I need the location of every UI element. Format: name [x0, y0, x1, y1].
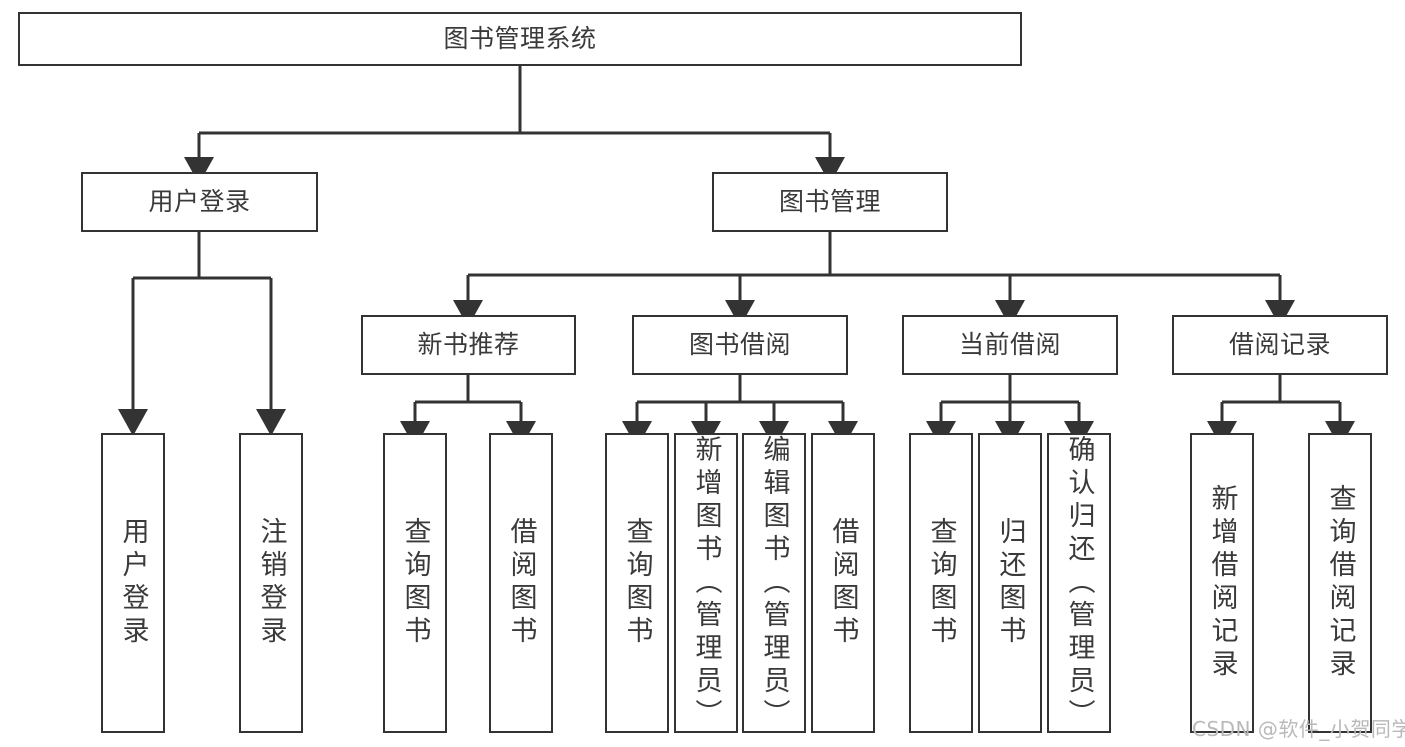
node-label: 借阅记录: [1228, 330, 1331, 360]
node-label: 查询借阅记录: [1324, 484, 1356, 682]
node-label: 归还图书: [994, 517, 1026, 649]
leaf-confirm-return-admin[interactable]: 确认归还（管理员）: [1047, 433, 1111, 733]
node-label: 注销登录: [255, 517, 287, 649]
node-current-borrow[interactable]: 当前借阅: [902, 315, 1118, 375]
node-label: 新增图书（管理员）: [690, 435, 722, 732]
node-label: 借阅图书: [827, 517, 859, 649]
leaf-add-borrow-record[interactable]: 新增借阅记录: [1190, 433, 1254, 733]
node-label: 查询图书: [621, 517, 653, 649]
node-label: 查询图书: [925, 517, 957, 649]
node-label: 用户登录: [117, 517, 149, 649]
node-user-login[interactable]: 用户登录: [81, 172, 318, 232]
node-book-borrow[interactable]: 图书借阅: [632, 315, 848, 375]
leaf-edit-book-admin[interactable]: 编辑图书（管理员）: [742, 433, 806, 733]
leaf-query-book-current[interactable]: 查询图书: [909, 433, 973, 733]
node-label: 图书借阅: [688, 330, 791, 360]
node-label: 新书推荐: [417, 330, 520, 360]
node-label: 借阅图书: [505, 517, 537, 649]
node-label: 确认归还（管理员）: [1063, 435, 1095, 732]
node-label: 图书管理: [778, 187, 881, 217]
leaf-return-book[interactable]: 归还图书: [978, 433, 1042, 733]
leaf-borrow-book[interactable]: 借阅图书: [811, 433, 875, 733]
node-label: 图书管理系统: [443, 24, 597, 54]
node-new-book-recommendation[interactable]: 新书推荐: [361, 315, 576, 375]
leaf-user-login[interactable]: 用户登录: [101, 433, 165, 733]
node-label: 当前借阅: [958, 330, 1061, 360]
node-borrow-record[interactable]: 借阅记录: [1172, 315, 1388, 375]
leaf-query-book-recommend[interactable]: 查询图书: [383, 433, 447, 733]
node-book-management[interactable]: 图书管理: [712, 172, 948, 232]
leaf-query-book-borrow[interactable]: 查询图书: [605, 433, 669, 733]
node-label: 用户登录: [148, 187, 251, 217]
leaf-add-book-admin[interactable]: 新增图书（管理员）: [674, 433, 738, 733]
csdn-watermark: CSDN @软件_小贺同学: [1192, 717, 1405, 741]
node-label: 编辑图书（管理员）: [758, 435, 790, 732]
leaf-logout[interactable]: 注销登录: [239, 433, 303, 733]
node-label: 查询图书: [399, 517, 431, 649]
leaf-query-borrow-record[interactable]: 查询借阅记录: [1308, 433, 1372, 733]
node-label: 新增借阅记录: [1206, 484, 1238, 682]
node-root-book-management-system[interactable]: 图书管理系统: [18, 12, 1022, 66]
leaf-borrow-book-recommend[interactable]: 借阅图书: [489, 433, 553, 733]
